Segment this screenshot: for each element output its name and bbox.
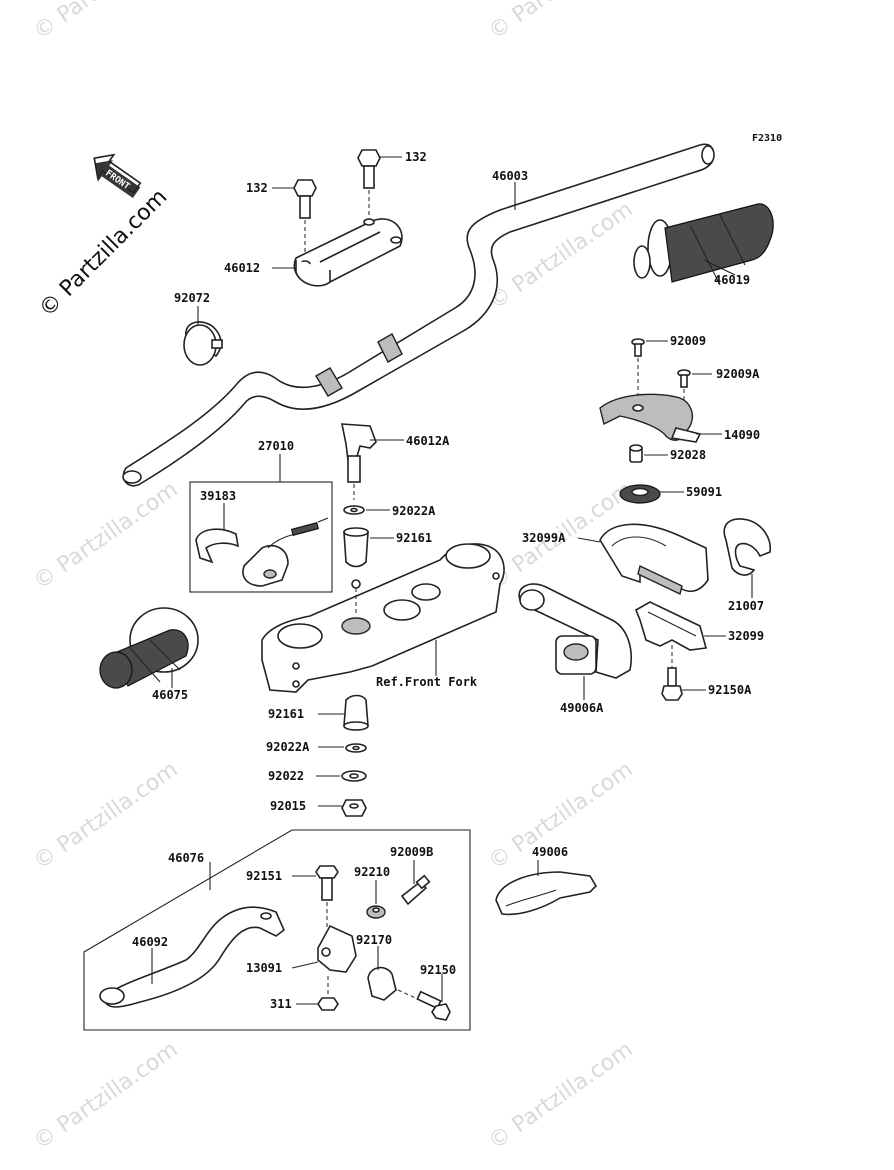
clamp-92170 bbox=[367, 966, 397, 1001]
washer-hole bbox=[350, 507, 358, 513]
part-label-49006[interactable]: 49006 bbox=[532, 845, 568, 859]
throttle-housing-49006 bbox=[495, 871, 598, 916]
part-label-92028[interactable]: 92028 bbox=[670, 448, 706, 462]
part-label-13091[interactable]: 13091 bbox=[246, 961, 282, 975]
part-label-92022A[interactable]: 92022A bbox=[266, 740, 310, 754]
part-label-92015[interactable]: 92015 bbox=[270, 799, 306, 813]
part-label-46075[interactable]: 46075 bbox=[152, 688, 188, 702]
part-label-92022[interactable]: 92022 bbox=[268, 769, 304, 783]
copyright-text: © Partzilla.com bbox=[35, 185, 173, 323]
washer-hole bbox=[349, 773, 359, 779]
housing-32099a bbox=[599, 523, 709, 595]
upper-triple-clamp bbox=[261, 543, 505, 693]
part-label-49006A[interactable]: 49006A bbox=[560, 701, 604, 715]
part-label-92009[interactable]: 92009 bbox=[670, 334, 706, 348]
part-label-46012[interactable]: 46012 bbox=[224, 261, 260, 275]
watermark: © Partzilla.com bbox=[29, 477, 182, 595]
lever-46092 bbox=[99, 906, 285, 1008]
part-label-92072[interactable]: 92072 bbox=[174, 291, 210, 305]
part-label-92170[interactable]: 92170 bbox=[356, 933, 392, 947]
part-label-46012A[interactable]: 46012A bbox=[406, 434, 450, 448]
leader-line bbox=[291, 961, 319, 969]
part-label-27010[interactable]: 27010 bbox=[258, 439, 294, 453]
part-label-14090[interactable]: 14090 bbox=[724, 428, 760, 442]
bolt-92150a bbox=[661, 645, 683, 701]
part-label-46019[interactable]: 46019 bbox=[714, 273, 750, 287]
part-label-92161[interactable]: 92161 bbox=[268, 707, 304, 721]
part-label-32099A[interactable]: 32099A bbox=[522, 531, 566, 545]
clamp-46012 bbox=[293, 218, 403, 287]
bolt-132-left bbox=[293, 179, 317, 255]
part-label-92009B[interactable]: 92009B bbox=[390, 845, 433, 859]
watermark: © Partzilla.com bbox=[29, 0, 182, 45]
grip-46075 bbox=[99, 607, 199, 689]
grip-46019 bbox=[633, 203, 774, 286]
collar-92028 bbox=[629, 444, 643, 463]
part-label-132[interactable]: 132 bbox=[246, 181, 268, 195]
part-label-39183[interactable]: 39183 bbox=[200, 489, 236, 503]
band-clamp-92072 bbox=[183, 321, 223, 366]
nut-hole bbox=[349, 803, 359, 809]
part-label-92022A[interactable]: 92022A bbox=[392, 504, 436, 518]
watermark: © Partzilla.com bbox=[484, 0, 637, 45]
part-label-92161[interactable]: 92161 bbox=[396, 531, 432, 545]
screw-92009 bbox=[631, 338, 645, 400]
part-label-32099[interactable]: 32099 bbox=[728, 629, 764, 643]
part-label-132[interactable]: 132 bbox=[405, 150, 427, 164]
grommet-59091 bbox=[619, 484, 661, 504]
cover-21007 bbox=[723, 518, 772, 576]
part-label-59091[interactable]: 59091 bbox=[686, 485, 722, 499]
screw-92009b bbox=[400, 874, 431, 906]
holder-46012a bbox=[341, 423, 377, 500]
switch-assembly-box bbox=[189, 481, 333, 593]
throttle-tube-49006a bbox=[518, 583, 632, 679]
part-label-92009A[interactable]: 92009A bbox=[716, 367, 760, 381]
damper-92161-bottom bbox=[343, 694, 369, 731]
part-label-46003[interactable]: 46003 bbox=[492, 169, 528, 183]
part-label-92151[interactable]: 92151 bbox=[246, 869, 282, 883]
bolt-132-right bbox=[357, 149, 381, 225]
part-label-92210[interactable]: 92210 bbox=[354, 865, 390, 879]
watermark: © Partzilla.com bbox=[29, 757, 182, 875]
switch-39183 bbox=[195, 517, 329, 587]
part-label-92150[interactable]: 92150 bbox=[420, 963, 456, 977]
part-label-21007[interactable]: 21007 bbox=[728, 599, 764, 613]
part-label-46076[interactable]: 46076 bbox=[168, 851, 204, 865]
washer-hole bbox=[352, 745, 360, 751]
bolt-92150 bbox=[397, 989, 451, 1021]
damper-92161-top bbox=[343, 527, 369, 568]
ref-note: Ref.Front Fork bbox=[376, 675, 478, 689]
part-label-311[interactable]: 311 bbox=[270, 997, 292, 1011]
housing-32099 bbox=[634, 601, 708, 651]
lever-assembly-box bbox=[83, 829, 471, 1031]
adjuster-92210 bbox=[366, 905, 386, 919]
part-label-92150A[interactable]: 92150A bbox=[708, 683, 752, 697]
bracket-13091 bbox=[317, 924, 357, 973]
front-arrow-icon: FRONT bbox=[93, 153, 142, 199]
handlebar-46003 bbox=[122, 143, 715, 487]
leader-line bbox=[577, 537, 601, 543]
part-label-46092[interactable]: 46092 bbox=[132, 935, 168, 949]
nut-311 bbox=[317, 997, 339, 1011]
bolt-92151 bbox=[315, 865, 339, 930]
diagram-code: F2310 bbox=[752, 133, 782, 144]
watermark: © Partzilla.com bbox=[29, 1037, 182, 1155]
leader-line bbox=[703, 259, 736, 276]
watermark: © Partzilla.com bbox=[484, 1037, 637, 1155]
cover-14090 bbox=[599, 393, 702, 443]
